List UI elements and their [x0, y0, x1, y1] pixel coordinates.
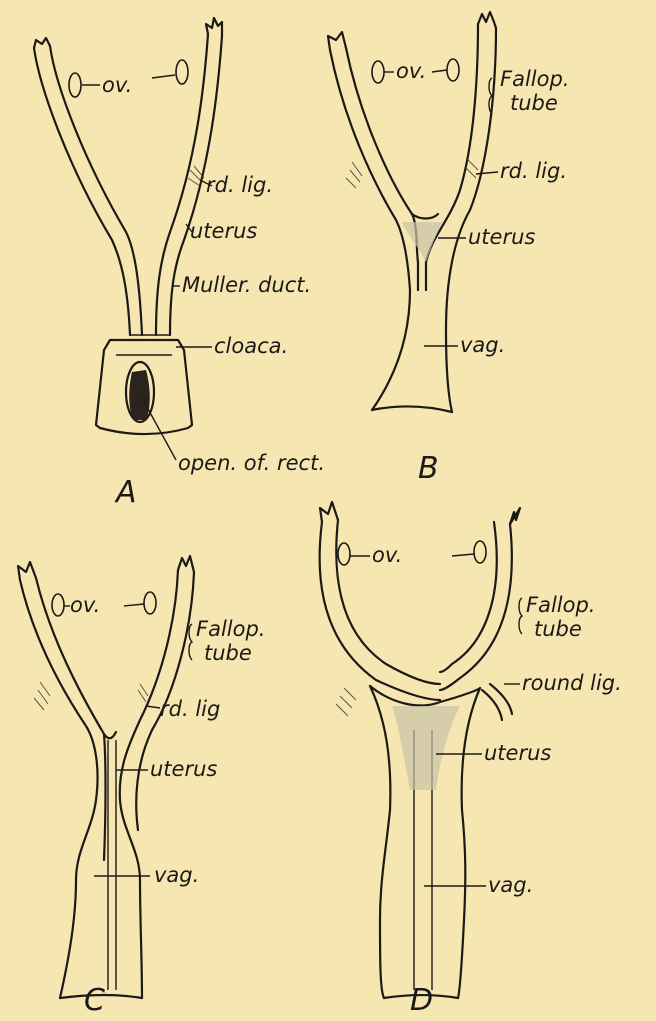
panel-b-ovary-label: ov.: [396, 59, 426, 83]
panel-d-fallopian-tube-label-line1: Fallop.: [526, 593, 595, 617]
panel-d-uterus-label: uterus: [484, 741, 551, 765]
panel-b: ov. Fallop. tube rd. lig. uterus vag. B: [328, 12, 569, 486]
panel-a-cloaca-label: cloaca.: [214, 334, 288, 358]
panel-a-mullerian-duct-label: Muller. duct.: [182, 273, 311, 297]
panel-b-fallopian-tube-label-line2: tube: [510, 91, 558, 115]
panel-c-ovary-label: ov.: [70, 593, 100, 617]
panel-b-round-ligament-label: rd. lig.: [500, 159, 567, 183]
panel-c: ov. Fallop. tube rd. lig uterus vag. C: [18, 556, 265, 1018]
panel-b-leaders: [384, 70, 498, 346]
panel-a: ov. rd. lig. uterus Muller. duct. cloaca…: [34, 18, 325, 510]
panel-a-ovary-label: ov.: [102, 73, 132, 97]
panel-c-letter: C: [84, 983, 105, 1018]
panel-a-rectal-opening-label: open. of. rect.: [178, 451, 325, 475]
panel-a-uterus-label: uterus: [190, 219, 257, 243]
panel-d: ov. Fallop. tube round lig. uterus vag. …: [320, 502, 622, 1018]
panel-a-letter: A: [114, 475, 137, 510]
panel-c-fallopian-tube-label-line2: tube: [204, 641, 252, 665]
panel-b-fallopian-tube-label-line1: Fallop.: [500, 67, 569, 91]
panel-a-round-ligament-label: rd. lig.: [206, 173, 273, 197]
panel-d-fallopian-tube-label-line2: tube: [534, 617, 582, 641]
panel-c-uterus-label: uterus: [150, 757, 217, 781]
panel-c-round-ligament-label: rd. lig: [160, 697, 220, 721]
panel-b-vagina-label: vag.: [460, 333, 505, 357]
panel-c-vagina-label: vag.: [154, 863, 199, 887]
panel-b-uterus-label: uterus: [468, 225, 535, 249]
panel-d-letter: D: [410, 983, 433, 1018]
panel-d-vagina-label: vag.: [488, 873, 533, 897]
panel-b-letter: B: [418, 451, 439, 486]
panel-d-ovary-label: ov.: [372, 543, 402, 567]
panel-c-fallopian-tube-label-line1: Fallop.: [196, 617, 265, 641]
panel-d-round-ligament-label: round lig.: [522, 671, 622, 695]
